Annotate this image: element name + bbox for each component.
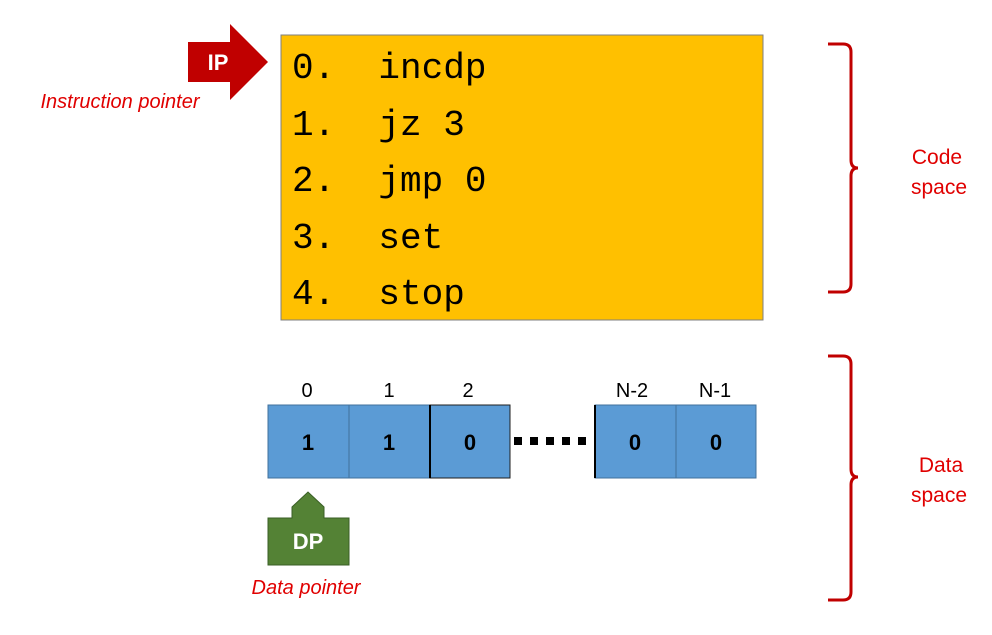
cell-value-n-1: 0 <box>710 430 722 455</box>
cell-value-1: 1 <box>383 430 395 455</box>
data-space-brace-group: Data space <box>828 354 967 602</box>
code-space-brace-icon <box>828 42 859 294</box>
instruction-4: 4. stop <box>292 274 465 315</box>
instruction-1: 1. jz 3 <box>292 105 465 146</box>
instruction-pointer: IP Instruction pointer <box>41 24 268 113</box>
instruction-2: 2. jmp 0 <box>292 161 486 202</box>
cell-index-1: 1 <box>383 380 394 402</box>
data-space: 0 1 2 1 1 0 N-2 N-1 0 <box>267 380 757 479</box>
cell-index-n-2: N-2 <box>616 380 648 402</box>
cell-index-n-1: N-1 <box>699 380 731 402</box>
instruction-0: 0. incdp <box>292 48 486 89</box>
code-box <box>280 34 764 321</box>
dot <box>578 437 586 445</box>
ip-caption: Instruction pointer <box>41 91 201 113</box>
code-space: 0. incdp 1. jz 3 2. jmp 0 3. set 4. stop <box>280 34 764 321</box>
data-cell-0 <box>267 404 350 479</box>
dot <box>562 437 570 445</box>
code-space-label-line2: space <box>911 176 967 199</box>
ip-arrow-icon <box>188 24 268 100</box>
data-pointer: DP Data pointer <box>252 491 362 599</box>
data-space-label-line2: space <box>911 484 967 507</box>
dot <box>546 437 554 445</box>
ellipsis-dots-icon <box>514 437 586 445</box>
cell-value-2: 0 <box>464 430 476 455</box>
code-space-label-line1: Code <box>912 146 962 169</box>
dp-arrow-icon <box>267 491 350 566</box>
code-space-brace-group: Code space <box>828 42 967 294</box>
ip-label: IP <box>208 50 229 75</box>
data-space-label-line1: Data <box>919 454 964 477</box>
dot <box>530 437 538 445</box>
cell-index-0: 0 <box>301 380 312 402</box>
dp-caption: Data pointer <box>252 577 362 599</box>
cell-index-2: 2 <box>462 380 473 402</box>
dot <box>514 437 522 445</box>
data-cell-2 <box>429 404 511 479</box>
cell-value-0: 1 <box>302 430 314 455</box>
dp-label: DP <box>293 529 324 554</box>
data-space-brace-icon <box>828 354 859 602</box>
instruction-3: 3. set <box>292 218 443 259</box>
data-cell-n-1 <box>675 404 757 479</box>
cell-value-n-2: 0 <box>629 430 641 455</box>
